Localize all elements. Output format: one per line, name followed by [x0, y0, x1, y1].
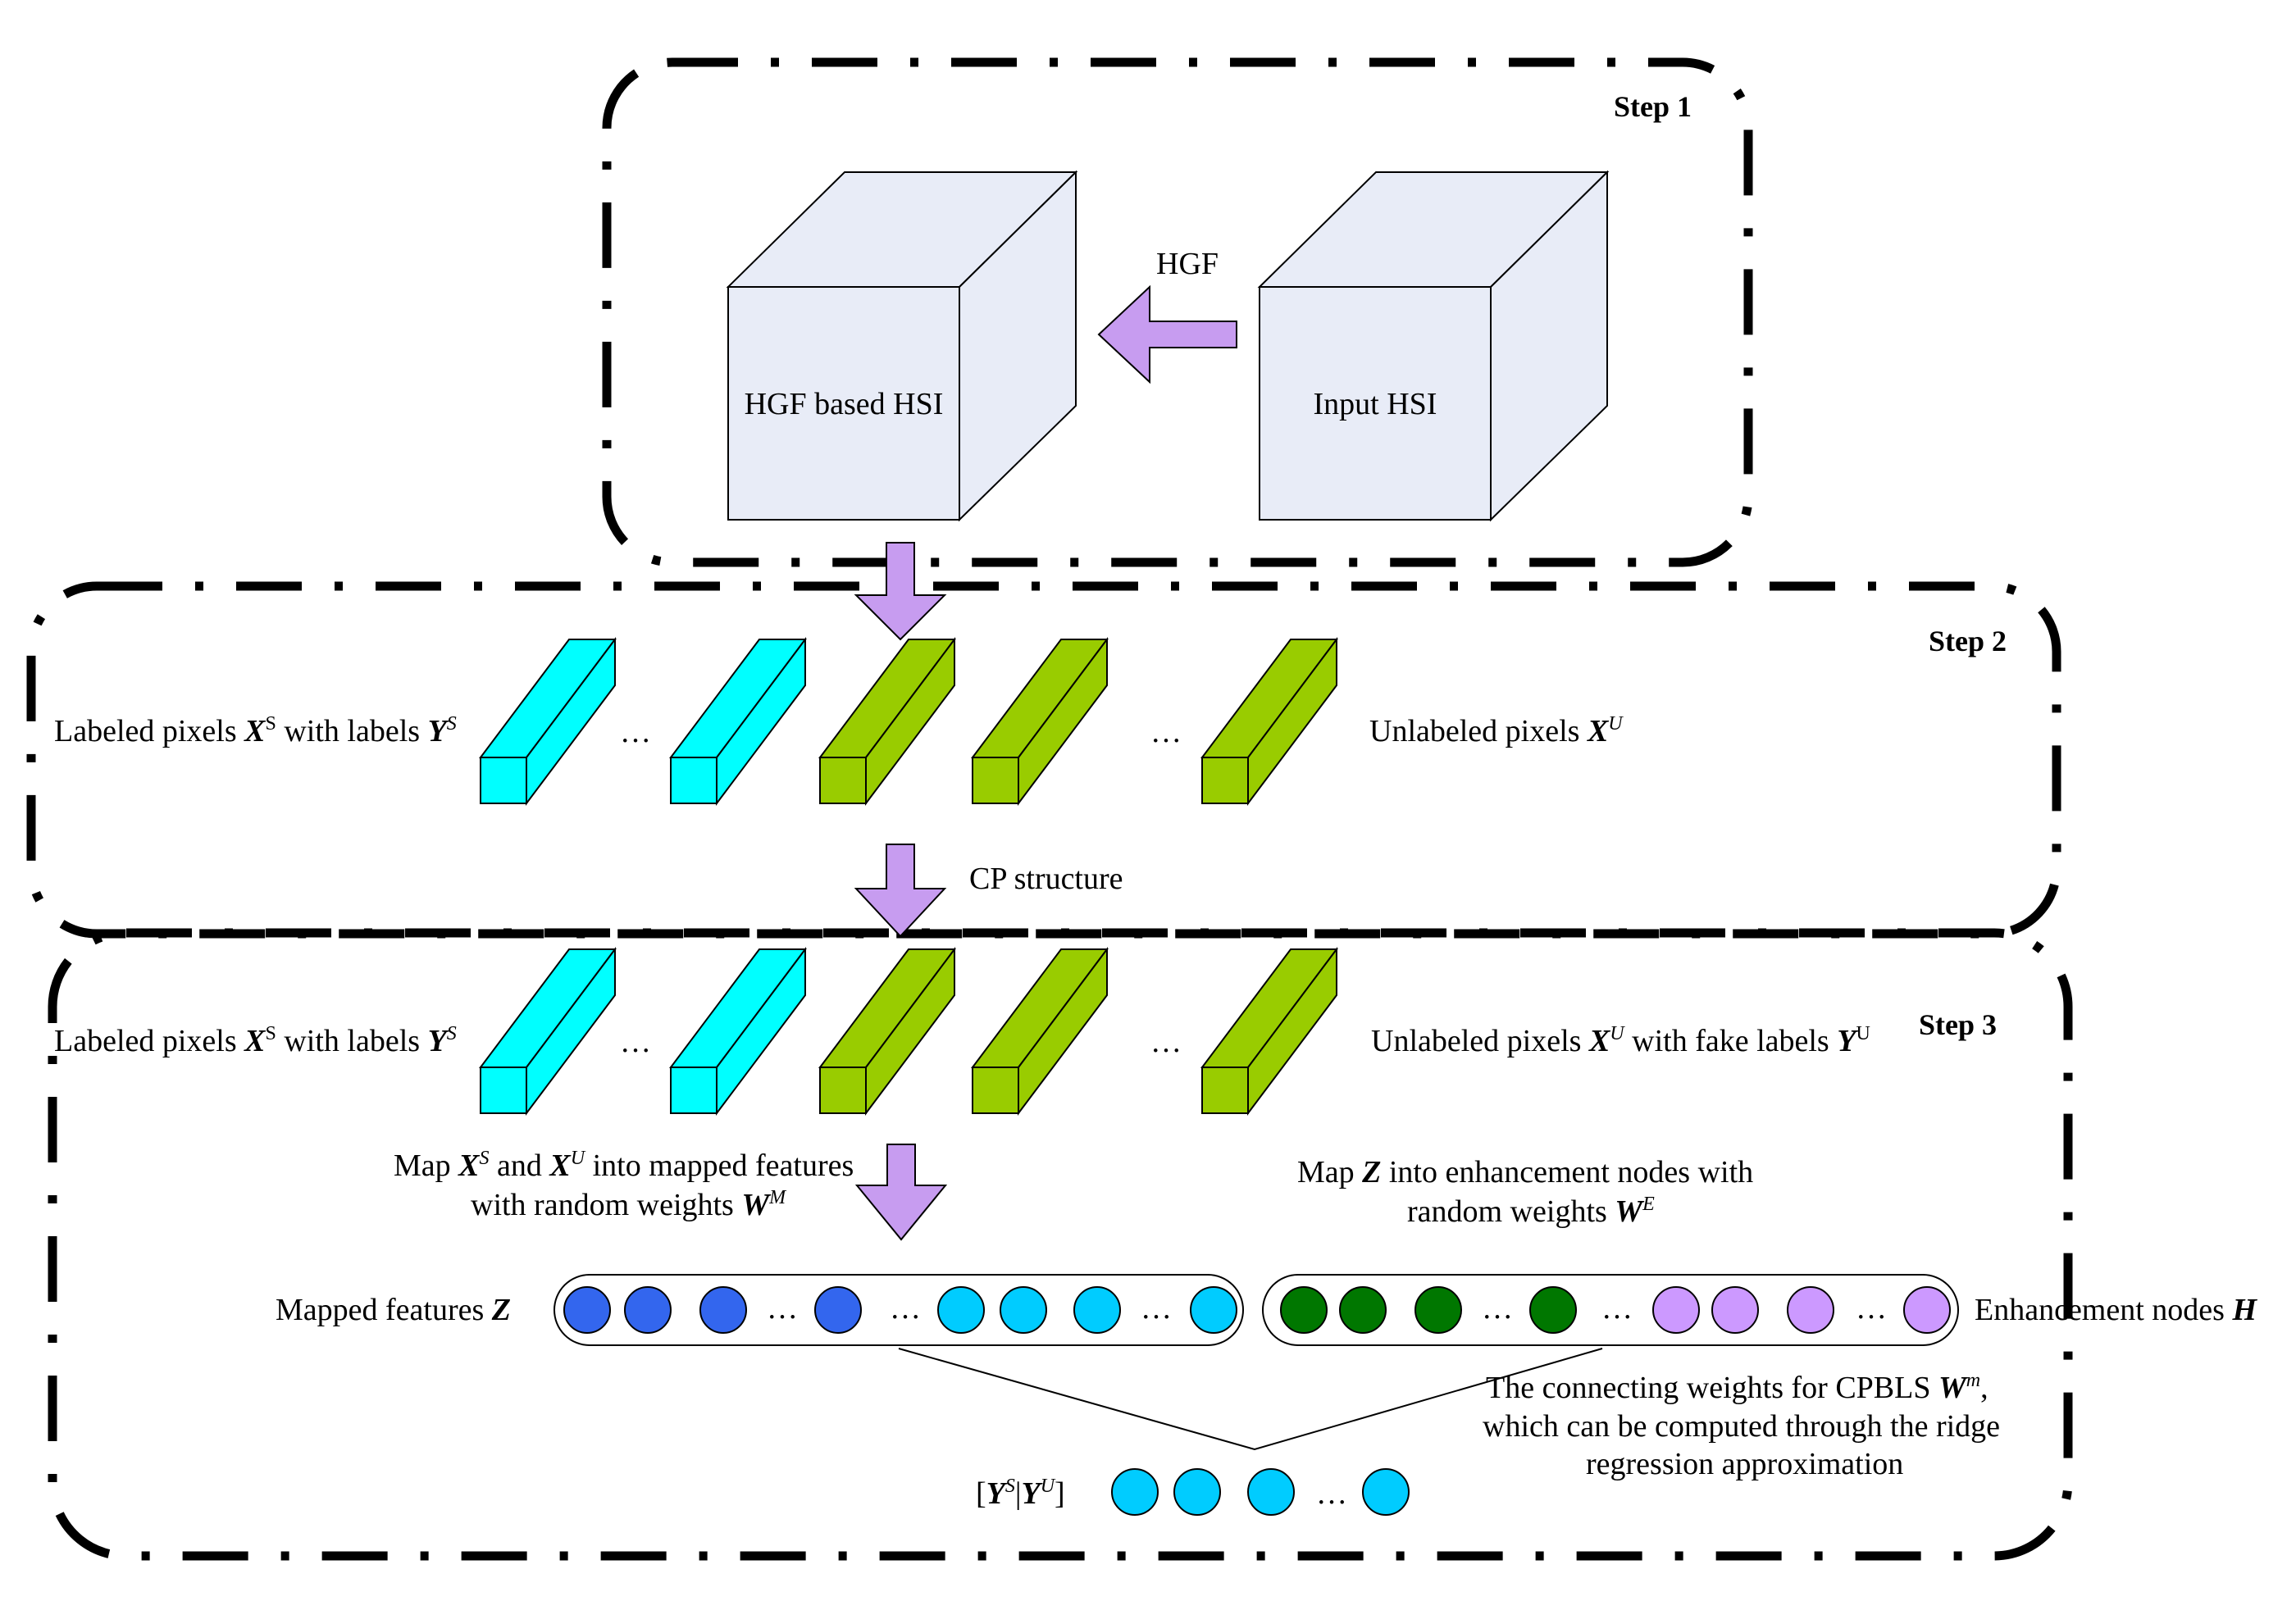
enhancement-node [1529, 1286, 1577, 1334]
step2-ellipsis-left: … [620, 715, 651, 749]
step3-pixel-blocks [479, 947, 1338, 1116]
mapped-node [937, 1286, 985, 1334]
step1-boundary [602, 57, 1753, 567]
mapped-node [814, 1286, 862, 1334]
enhancement-nodes-container [1262, 1274, 1959, 1346]
step2-ellipsis-right: … [1150, 715, 1182, 749]
step3-labeled-pixels-label: Labeled pixels XS with labels YS [54, 1023, 457, 1058]
mapped-node [1190, 1286, 1237, 1334]
node-circles [563, 1286, 1951, 1516]
step3-label: Step 3 [1919, 1008, 1997, 1041]
hgf-cube-label: HGF based HSI [745, 387, 944, 421]
step3-unlabeled-pixel-block-5 [1200, 947, 1338, 1116]
step2-labeled-pixel-block-2 [669, 637, 807, 806]
step2-boundary [26, 581, 2061, 939]
enh-ellipsis-3: … [1856, 1291, 1887, 1326]
output-node [1111, 1468, 1159, 1516]
step3-labeled-pixel-block-1 [479, 947, 617, 1116]
step2-label: Step 2 [1929, 625, 2007, 657]
step3-boundary [48, 928, 2073, 1561]
hgf-arrow-label: HGF [1156, 247, 1219, 281]
mapped-ellipsis-3: … [1141, 1291, 1172, 1326]
step1-label: Step 1 [1614, 90, 1692, 123]
arrow-step1-to-step2 [854, 542, 947, 641]
enhancement-node [1414, 1286, 1462, 1334]
step2-pixel-blocks [479, 637, 1338, 806]
step2-unlabeled-pixel-block-5 [1200, 637, 1338, 806]
output-ellipsis: … [1316, 1476, 1347, 1511]
step2-labeled-pixel-block-1 [479, 637, 617, 806]
connection-lines [898, 1348, 1603, 1451]
map-features-text-line2: with random weights WM [471, 1187, 787, 1222]
mapped-node [699, 1286, 747, 1334]
enhancement-node [1711, 1286, 1759, 1334]
mapped-node [1073, 1286, 1121, 1334]
hgf-arrow [1097, 284, 1237, 384]
weights-note-line1: The connecting weights for CPBLS Wm, [1486, 1370, 1988, 1405]
mapped-features-label: Mapped features Z [276, 1293, 511, 1327]
step2-unlabeled-pixel-block-3 [818, 637, 956, 806]
mapped-ellipsis-2: … [890, 1291, 921, 1326]
map-enhancement-text-line1: Map Z into enhancement nodes with [1297, 1155, 1753, 1189]
step3-unlabeled-pixel-block-4 [971, 947, 1109, 1116]
arrow-map-features [854, 1144, 948, 1241]
step2-labeled-pixels-label: Labeled pixels XS with labels YS [54, 713, 457, 748]
enhancement-node [1903, 1286, 1951, 1334]
enhancement-node [1280, 1286, 1328, 1334]
mapped-node [563, 1286, 611, 1334]
output-node [1247, 1468, 1295, 1516]
enh-ellipsis-1: … [1482, 1291, 1513, 1326]
output-node [1362, 1468, 1410, 1516]
enhancement-node [1787, 1286, 1834, 1334]
step3-ellipsis-right: … [1150, 1025, 1182, 1059]
cp-structure-label: CP structure [969, 862, 1123, 896]
arrow-cp-structure [854, 844, 947, 938]
step3-unlabeled-pixel-block-3 [818, 947, 956, 1116]
map-enhancement-text-line2: random weights WE [1407, 1194, 1655, 1229]
input-cube [1257, 170, 1610, 522]
mapped-features-container [554, 1274, 1244, 1346]
output-label: [YS|YU] [976, 1476, 1065, 1511]
step2-unlabeled-pixels-label: Unlabeled pixels XU [1369, 713, 1624, 748]
mapped-node [1000, 1286, 1047, 1334]
mapped-ellipsis-1: … [767, 1291, 798, 1326]
enhancement-node [1339, 1286, 1387, 1334]
weights-note-line2: which can be computed through the ridge [1483, 1409, 2000, 1444]
enh-ellipsis-2: … [1601, 1291, 1633, 1326]
step3-labeled-pixel-block-2 [669, 947, 807, 1116]
weights-note-line3: regression approximation [1586, 1447, 1903, 1481]
output-node [1173, 1468, 1221, 1516]
enhancement-nodes-label: Enhancement nodes H [1975, 1293, 2257, 1327]
enhancement-node [1652, 1286, 1700, 1334]
step2-unlabeled-pixel-block-4 [971, 637, 1109, 806]
map-features-text-line1: Map XS and XU into mapped features [394, 1148, 854, 1183]
step3-unlabeled-pixels-label: Unlabeled pixels XU with fake labels YU [1371, 1023, 1870, 1058]
mapped-node [624, 1286, 672, 1334]
input-cube-label: Input HSI [1314, 387, 1437, 421]
hgf-cube [726, 170, 1078, 522]
step3-ellipsis-left: … [620, 1025, 651, 1059]
